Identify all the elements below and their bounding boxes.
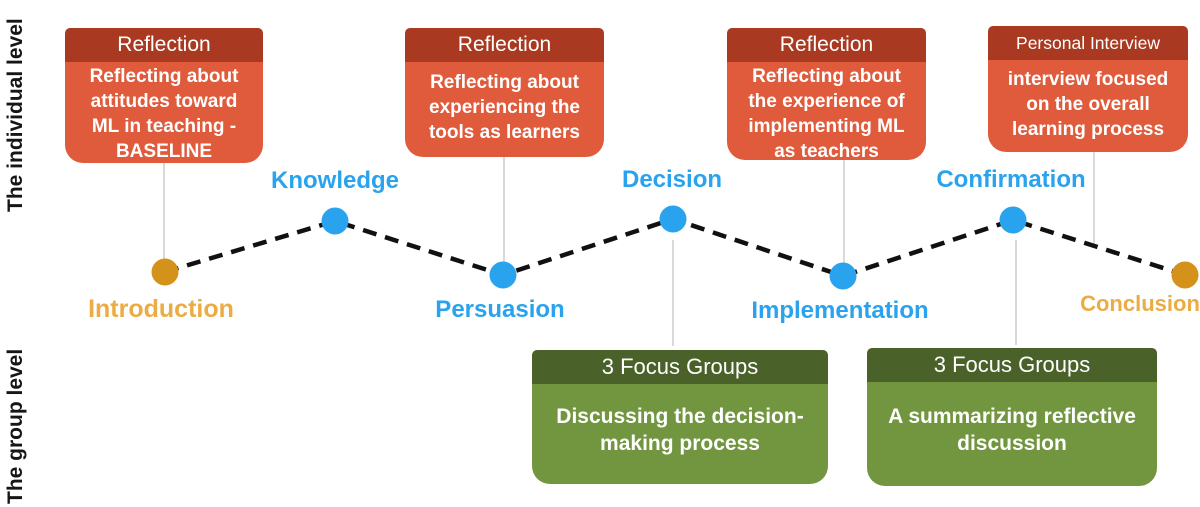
dot-confirmation [999, 206, 1027, 234]
reflection-box-baseline: Reflection Reflecting about attitudes to… [65, 28, 263, 163]
stage-label-confirmation: Confirmation [936, 166, 1086, 193]
connector-line-reflection2 [503, 155, 505, 262]
stage-label-persuasion: Persuasion [435, 296, 565, 323]
stage-label-decision: Decision [621, 166, 723, 193]
reflection-box-tools: Reflection Reflecting about experiencing… [405, 28, 604, 157]
focus-group-box-summary: 3 Focus Groups A summarizing reflective … [867, 348, 1157, 486]
box-header: 3 Focus Groups [867, 348, 1157, 382]
stage-label-knowledge: Knowledge [270, 167, 400, 194]
box-header: Personal Interview [988, 26, 1188, 60]
connector-line-interview [1093, 152, 1095, 246]
dot-conclusion [1171, 261, 1199, 289]
box-body: interview focused on the overall learnin… [988, 60, 1188, 152]
dot-persuasion [489, 261, 517, 289]
dot-decision [659, 205, 687, 233]
box-body: A summarizing reflective discussion [867, 382, 1157, 486]
dot-introduction [151, 258, 179, 286]
connector-line-reflection3 [843, 158, 845, 263]
stage-label-implementation: Implementation [751, 297, 929, 324]
timeline-dashed-line [164, 216, 1186, 279]
box-body: Reflecting about experiencing the tools … [405, 62, 604, 157]
connector-line-focusgroup1 [672, 240, 674, 346]
stage-label-conclusion: Conclusion [1080, 291, 1200, 316]
reflection-box-implementing: Reflection Reflecting about the experien… [727, 28, 926, 160]
box-header: Reflection [65, 28, 263, 62]
box-body: Reflecting about attitudes toward ML in … [65, 62, 263, 163]
box-header: Reflection [727, 28, 926, 62]
personal-interview-box: Personal Interview interview focused on … [988, 26, 1188, 152]
axis-label-group-level: The group level [4, 348, 27, 504]
box-body: Discussing the decision-making process [532, 384, 828, 484]
box-header: Reflection [405, 28, 604, 62]
dot-implementation [829, 262, 857, 290]
box-header: 3 Focus Groups [532, 350, 828, 384]
axis-label-individual-level: The individual level [4, 18, 27, 212]
stage-label-introduction: Introduction [88, 295, 234, 323]
dot-knowledge [321, 207, 349, 235]
focus-group-box-decision: 3 Focus Groups Discussing the decision-m… [532, 350, 828, 484]
connector-line-focusgroup2 [1015, 240, 1017, 345]
box-body: Reflecting about the experience of imple… [727, 62, 926, 160]
connector-line-reflection1 [163, 163, 165, 259]
